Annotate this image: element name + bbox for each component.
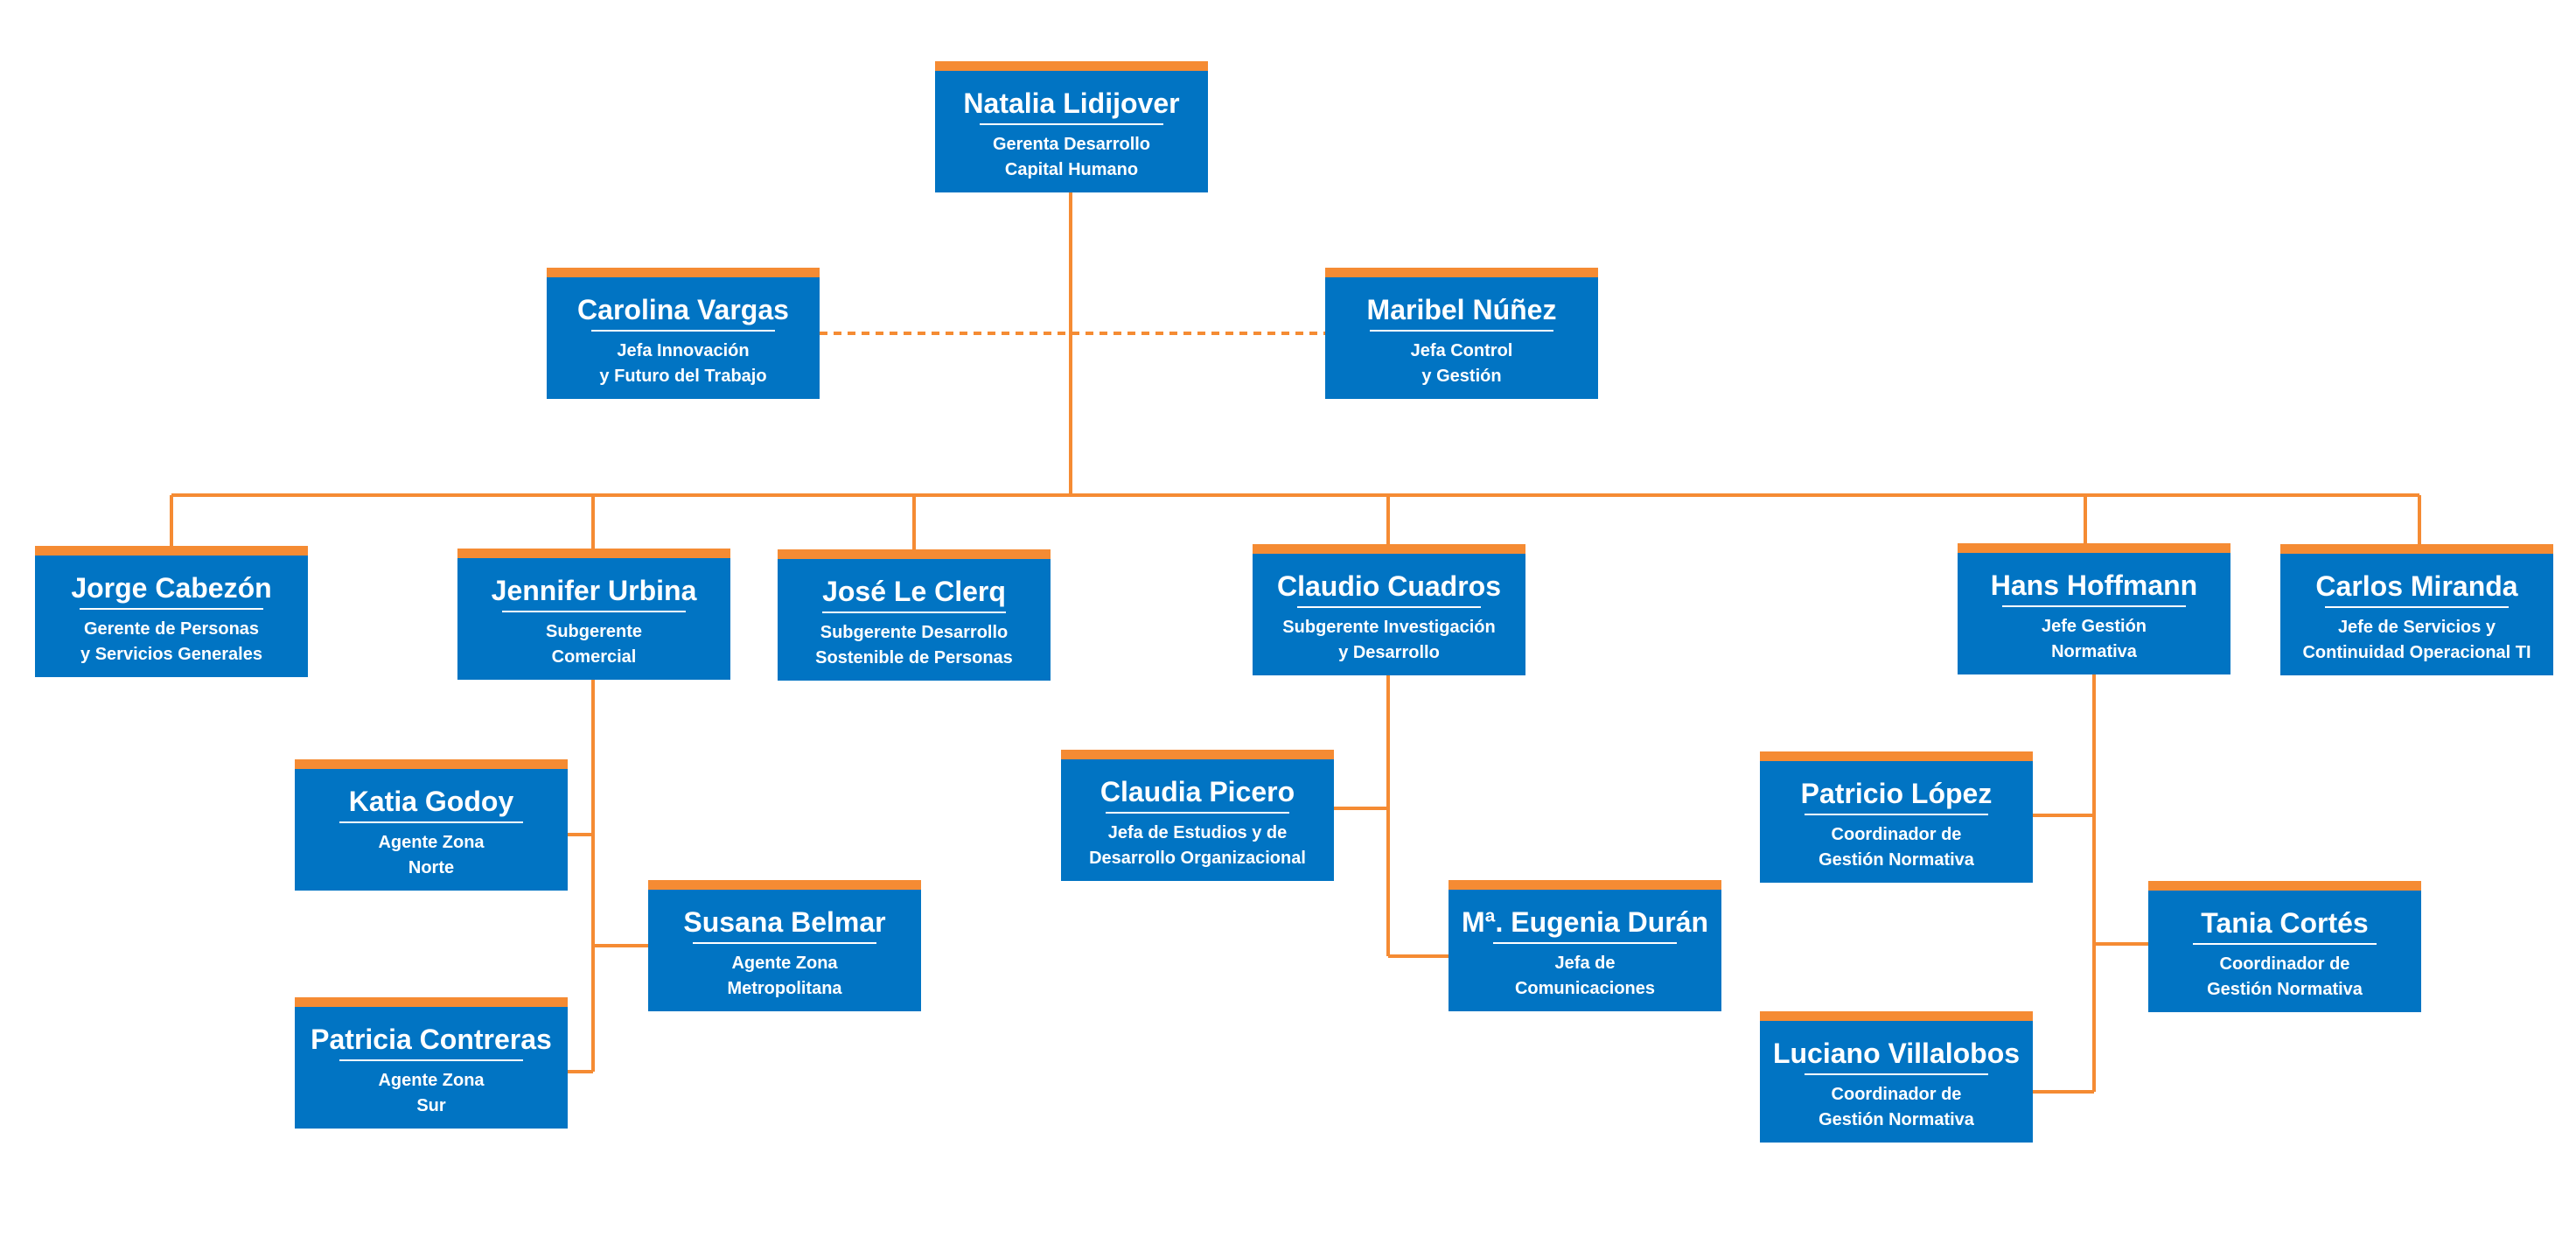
person-role: Subgerente Desarrollo Sostenible de Pers…: [815, 623, 1013, 667]
person-role: Coordinador de Gestión Normativa: [1819, 1085, 1974, 1129]
person-role: Coordinador de Gestión Normativa: [2207, 954, 2363, 999]
person-name: Maribel Núñez: [1366, 294, 1557, 325]
person-name: Katia Godoy: [348, 786, 514, 817]
org-node-patricia[interactable]: Patricia Contreras Agente Zona Sur: [295, 997, 568, 1129]
person-name: Jennifer Urbina: [491, 575, 697, 606]
person-role: Jefe Gestión Normativa: [2041, 617, 2147, 661]
title-divider: [339, 821, 523, 823]
person-role: Jefa Control y Gestión: [1410, 341, 1513, 386]
person-name: Patricia Contreras: [311, 1024, 552, 1055]
person-name: Carolina Vargas: [577, 294, 789, 325]
person-name: Tania Cortés: [2201, 907, 2369, 939]
title-divider: [1805, 814, 1988, 815]
person-name: Hans Hoffmann: [1990, 570, 2198, 601]
person-role: Gerenta Desarrollo Capital Humano: [992, 135, 1151, 179]
title-divider: [2193, 943, 2377, 945]
org-node-tania[interactable]: Tania Cortés Coordinador de Gestión Norm…: [2148, 881, 2421, 1012]
title-divider: [80, 608, 263, 610]
org-node-jose[interactable]: José Le Clerq Subgerente Desarrollo Sost…: [778, 549, 1051, 681]
person-role: Jefe de Servicios y Continuidad Operacio…: [2302, 618, 2531, 662]
org-node-carolina[interactable]: Carolina Vargas Jefa Innovación y Futuro…: [547, 268, 820, 399]
person-name: Carlos Miranda: [2315, 570, 2518, 602]
org-node-luciano[interactable]: Luciano Villalobos Coordinador de Gestió…: [1760, 1011, 2033, 1143]
title-divider: [339, 1059, 523, 1061]
title-divider: [822, 612, 1006, 613]
title-divider: [693, 942, 876, 944]
org-node-maribel[interactable]: Maribel Núñez Jefa Control y Gestión: [1325, 268, 1598, 399]
title-divider: [1805, 1073, 1988, 1075]
person-role: Coordinador de Gestión Normativa: [1819, 825, 1974, 870]
person-role: Jefa de Estudios y de Desarrollo Organiz…: [1089, 823, 1306, 868]
person-name: Natalia Lidijover: [963, 87, 1180, 119]
org-node-eugenia[interactable]: Mª. Eugenia Durán Jefa de Comunicaciones: [1449, 880, 1721, 1011]
person-role: Subgerente Investigación y Desarrollo: [1282, 618, 1496, 662]
org-node-katia[interactable]: Katia Godoy Agente Zona Norte: [295, 759, 568, 891]
person-role: Agente Zona Sur: [378, 1071, 485, 1115]
org-node-hans[interactable]: Hans Hoffmann Jefe Gestión Normativa: [1958, 543, 2230, 674]
person-name: Susana Belmar: [683, 906, 886, 938]
person-role: Agente Zona Norte: [378, 833, 485, 877]
person-name: Claudio Cuadros: [1276, 570, 1501, 602]
person-name: Claudia Picero: [1100, 776, 1295, 807]
title-divider: [1297, 606, 1481, 608]
org-node-claudio[interactable]: Claudio Cuadros Subgerente Investigación…: [1253, 544, 1525, 675]
person-role: Subgerente Comercial: [545, 622, 643, 667]
org-node-jennifer[interactable]: Jennifer Urbina Subgerente Comercial: [457, 549, 730, 680]
org-node-carlos[interactable]: Carlos Miranda Jefe de Servicios y Conti…: [2280, 544, 2553, 675]
title-divider: [2325, 606, 2509, 608]
org-node-susana[interactable]: Susana Belmar Agente Zona Metropolitana: [648, 880, 921, 1011]
person-role: Jefa de Comunicaciones: [1514, 954, 1656, 998]
title-divider: [1493, 942, 1677, 944]
title-divider: [591, 330, 775, 332]
org-node-patricio[interactable]: Patricio López Coordinador de Gestión No…: [1760, 751, 2033, 883]
person-role: Agente Zona Metropolitana: [727, 954, 842, 998]
title-divider: [502, 611, 686, 612]
person-name: Patricio López: [1800, 778, 1993, 809]
title-divider: [1106, 812, 1289, 814]
title-divider: [980, 123, 1163, 125]
title-divider: [2002, 605, 2186, 607]
person-name: Jorge Cabezón: [71, 572, 272, 604]
org-node-natalia[interactable]: Natalia Lidijover Gerenta Desarrollo Cap…: [935, 61, 1208, 192]
title-divider: [1370, 330, 1553, 332]
org-node-claudia[interactable]: Claudia Picero Jefa de Estudios y de Des…: [1061, 750, 1334, 881]
person-role: Gerente de Personas y Servicios Generale…: [80, 619, 262, 664]
person-role: Jefa Innovación y Futuro del Trabajo: [599, 341, 767, 386]
org-node-jorge[interactable]: Jorge Cabezón Gerente de Personas y Serv…: [35, 546, 308, 677]
person-name: Luciano Villalobos: [1772, 1038, 2021, 1069]
person-name: José Le Clerq: [822, 576, 1006, 607]
person-name: Mª. Eugenia Durán: [1461, 906, 1709, 938]
